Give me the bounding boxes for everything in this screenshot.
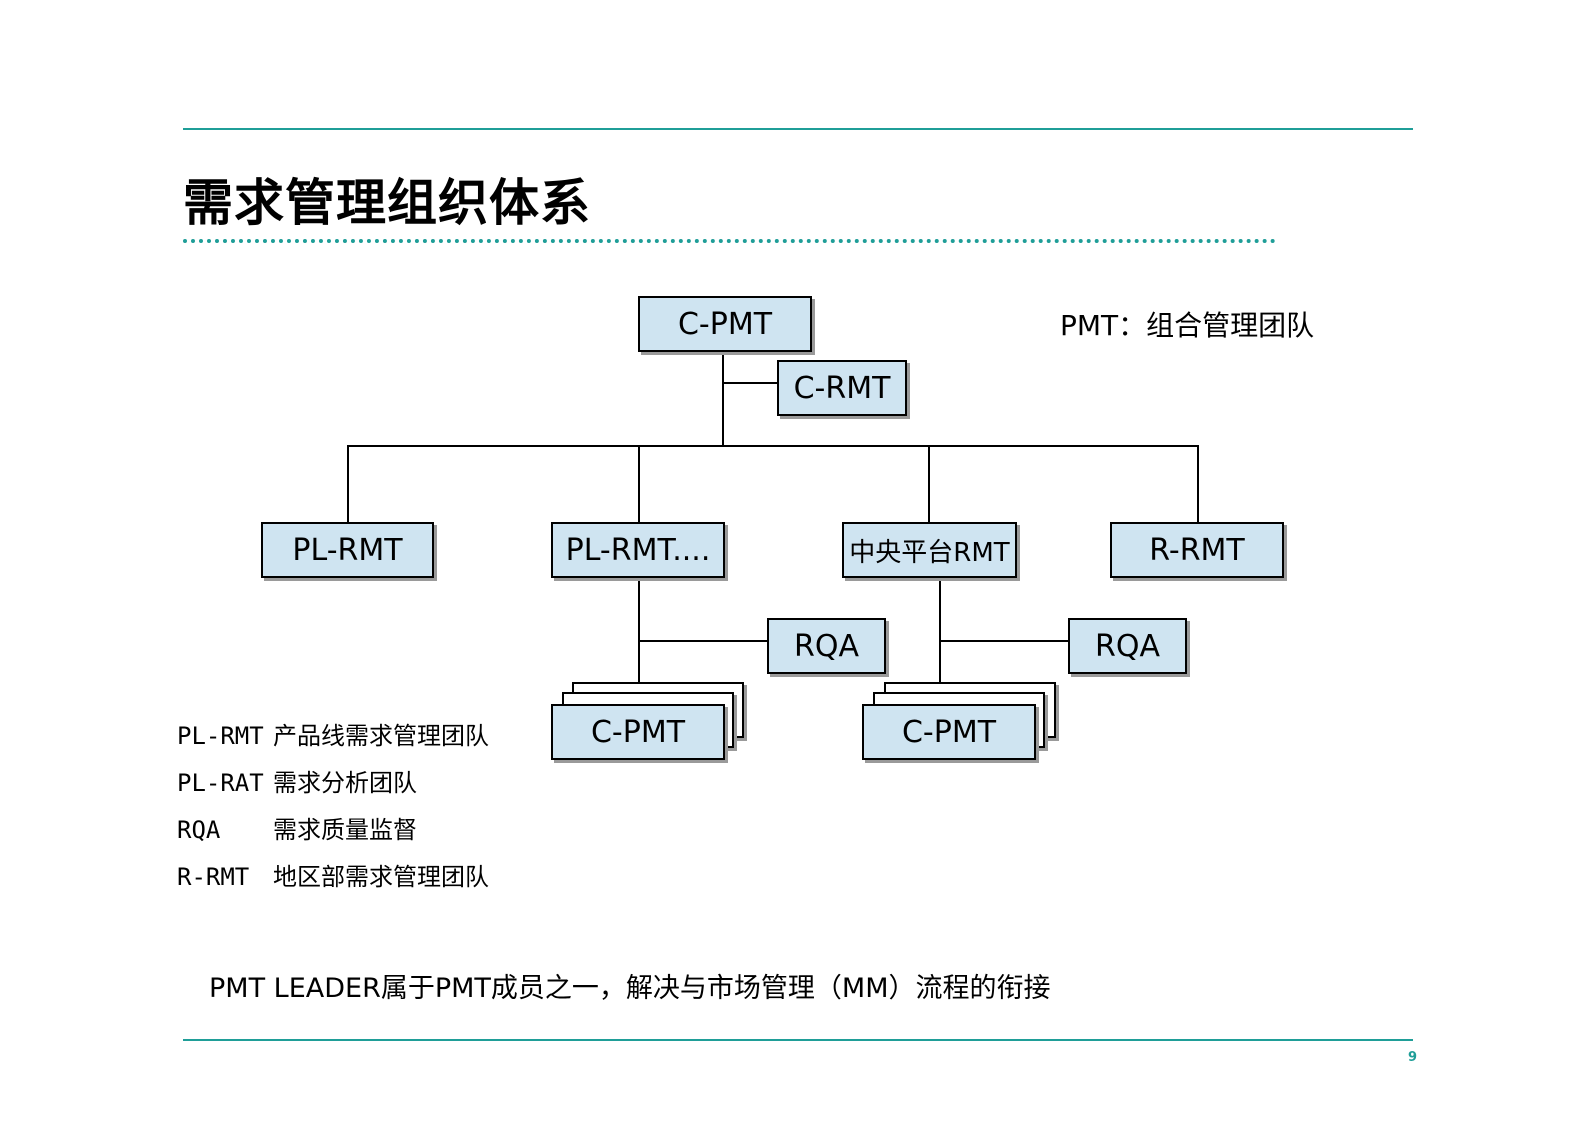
legend-item: PL-RMT 产品线需求管理团队 [177,716,489,751]
node-c-pmt-left: C-PMT [551,704,725,760]
node-pl-rmt-more: PL-RMT.... [551,522,725,578]
page-number: 9 [1408,1050,1418,1065]
connector [638,578,640,682]
page-title: 需求管理组织体系 [183,174,591,232]
connector [638,445,640,522]
legend-item: RQA 需求质量监督 [177,810,417,845]
legend-item: PL-RAT 需求分析团队 [177,763,417,798]
legend-abbr: R-RMT [177,863,250,891]
legend-desc: 地区部需求管理团队 [273,863,489,891]
connector [347,445,349,522]
node-c-pmt-right: C-PMT [862,704,1036,760]
pmt-note: PMT：组合管理团队 [1060,309,1315,342]
connector [939,640,1069,642]
node-pl-rmt: PL-RMT [261,522,434,578]
legend-item: R-RMT 地区部需求管理团队 [177,857,489,892]
connector [722,382,777,384]
node-central-platform-rmt: 中央平台RMT [842,522,1017,578]
bottom-rule [183,1039,1413,1041]
footnote: PMT LEADER属于PMT成员之一，解决与市场管理（MM）流程的衔接 [209,973,1051,1004]
connector [347,445,1199,447]
connector [939,578,941,682]
title-underline [183,239,1276,243]
legend-abbr: RQA [177,816,221,844]
connector [722,350,724,446]
connector [928,445,930,522]
node-r-rmt: R-RMT [1110,522,1284,578]
legend-desc: 需求分析团队 [273,769,417,797]
legend-abbr: PL-RAT [177,769,264,797]
node-c-rmt: C-RMT [777,360,907,416]
connector [638,640,768,642]
legend-desc: 产品线需求管理团队 [273,722,489,750]
top-rule [183,128,1413,130]
legend-desc: 需求质量监督 [273,816,417,844]
connector [1197,445,1199,522]
node-rqa-right: RQA [1068,618,1187,674]
legend-abbr: PL-RMT [177,722,264,750]
node-c-pmt-root: C-PMT [638,296,812,352]
node-rqa-left: RQA [767,618,886,674]
